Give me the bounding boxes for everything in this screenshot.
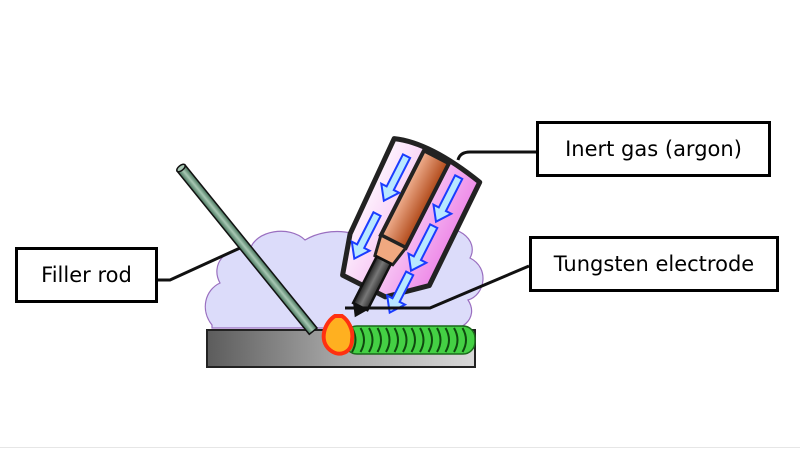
weld-ripple (461, 327, 467, 353)
gas-arrow-icon (432, 173, 464, 224)
electrode-tip (353, 302, 368, 318)
filler-rod-label: Filler rod (15, 247, 158, 303)
weld-ripple (376, 327, 382, 353)
leader-line-filler (158, 246, 241, 282)
torch (340, 136, 483, 318)
weld-ripple (427, 327, 433, 353)
weld-ripple (385, 327, 391, 353)
weld-ripple (436, 327, 442, 353)
weld-ripple (410, 327, 416, 353)
weld-ripple (444, 327, 450, 353)
leader-line-tungsten (345, 264, 530, 310)
collet-tip (373, 232, 409, 267)
weld-ripple (453, 327, 459, 353)
weld-ripple (368, 327, 374, 353)
inert-gas-label: Inert gas (argon) (536, 121, 771, 177)
filler-rod (176, 163, 319, 336)
gas-arrow-icon (407, 222, 439, 273)
leader-line-gas (456, 150, 536, 161)
weld-pool-arc (321, 314, 355, 356)
tungsten-electrode-label: Tungsten electrode (529, 236, 779, 292)
weld-ripple (359, 327, 365, 353)
weld-ripple (402, 327, 408, 353)
weld-ripple (393, 327, 399, 353)
weld-bead (344, 325, 476, 355)
gas-arrow-icon (350, 210, 382, 261)
gas-arrow-icon (380, 153, 412, 203)
weld-ripple (419, 327, 425, 353)
gas-flow-arrows (350, 153, 464, 315)
divider (0, 447, 800, 448)
